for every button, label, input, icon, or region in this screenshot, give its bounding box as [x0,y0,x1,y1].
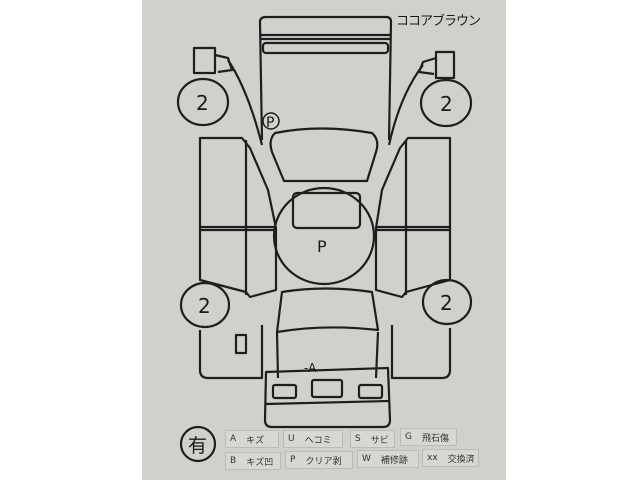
mark-wheel-rl: 2 [198,294,211,318]
wheel-front-right [419,78,473,128]
left-mirror [192,46,234,75]
presence-circle [179,425,217,463]
wheel-front-left [176,77,230,127]
wheel-rear-left [179,281,231,329]
right-side-panel [374,136,452,299]
front-windshield [269,127,379,183]
mark-wheel-rr: 2 [440,291,453,315]
hood-outline [258,15,393,141]
presence-mark: 有 [188,435,207,457]
fuel-lid [234,333,248,355]
roof-circle [272,186,376,286]
right-mirror [417,50,456,80]
tailgate [263,366,392,429]
color-note: ココアブラウン [396,14,481,29]
mark-pillar: P [266,115,274,131]
mark-roof: P [317,237,327,256]
rear-window [275,287,380,334]
license-plate [310,378,344,399]
left-side-panel [198,136,278,299]
sunroof [291,191,362,230]
front-grille [261,41,390,55]
mark-rear-bumper: -A [304,361,317,375]
mark-wheel-fr: 2 [440,92,453,116]
mark-wheel-fl: 2 [196,91,209,115]
